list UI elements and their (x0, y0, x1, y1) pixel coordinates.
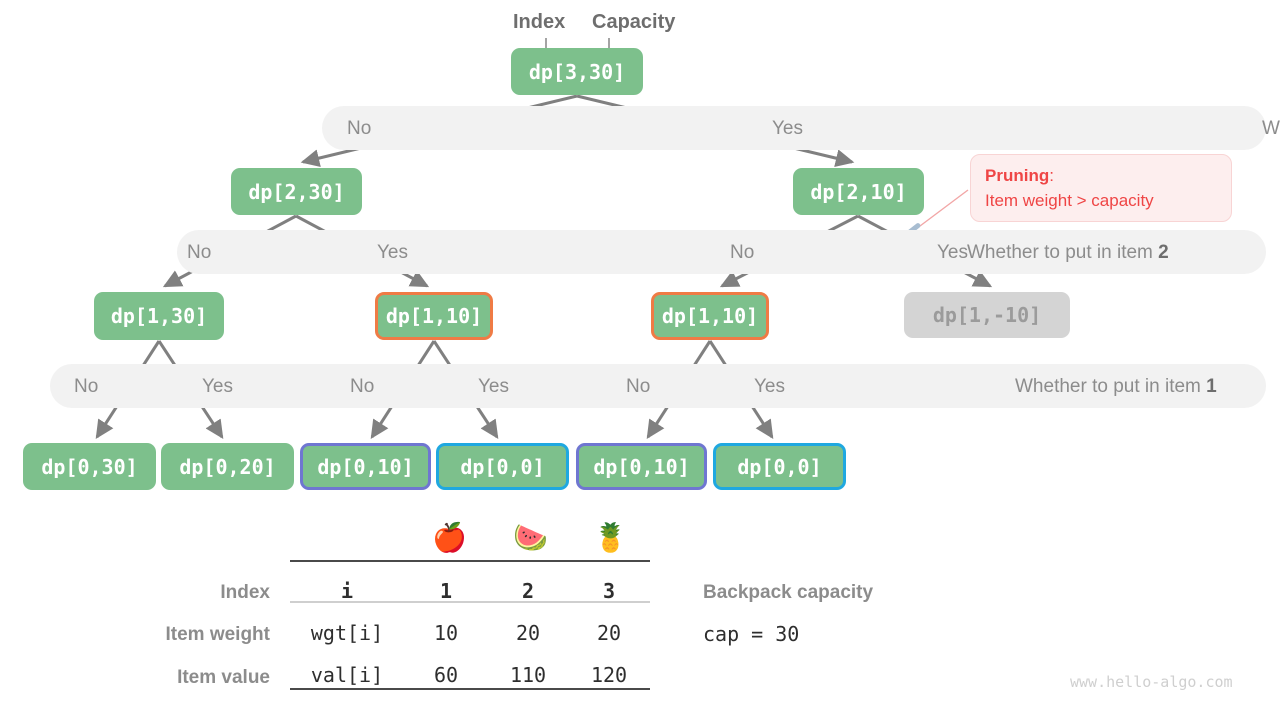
watermelon-icon: 🍉 (513, 522, 548, 553)
level-bar-item-1 (50, 364, 1266, 408)
apple-icon: 🍎 (432, 522, 467, 553)
bar-title-item-number: 2 (1158, 242, 1169, 263)
row-label-item-weight: Item weight (165, 624, 270, 645)
level-bar-item-1-branch-label-no-3-4: No (626, 376, 651, 397)
node-dp-1-neg10: dp[1,-10] (904, 292, 1070, 338)
table-row-index-cell-1: 1 (439, 579, 453, 603)
pruning-title-colon: : (1049, 166, 1054, 185)
table-row-item-value-cell-2: 110 (509, 663, 547, 687)
level-bar-item-2-branch-label-yes-1: Yes (377, 242, 408, 263)
node-dp-0-0-a: dp[0,0] (436, 443, 569, 490)
table-row-item-weight-cell-1: 10 (433, 621, 459, 645)
table-rule-top (290, 560, 650, 562)
table-row-item-value-cell-3: 120 (590, 663, 628, 687)
level-bar-item-1-branch-label-no-0: No (74, 376, 99, 397)
table-row-index-cell-2: 2 (521, 579, 535, 603)
table-row-index-cell-0: i (340, 579, 354, 603)
node-dp-3-30: dp[3,30] (511, 48, 643, 95)
bar-title-prefix: Whether to put in item (1262, 118, 1280, 139)
node-dp-0-10-b: dp[0,10] (576, 443, 707, 490)
pruning-description: Item weight > capacity (985, 190, 1154, 210)
index-annotation: Index (513, 11, 566, 33)
row-label-item-value: Item value (177, 667, 270, 688)
table-row-index-cell-3: 3 (602, 579, 616, 603)
table-rule-mid (290, 601, 650, 603)
table-row-item-weight-cell-0: wgt[i] (310, 621, 384, 645)
node-dp-1-10-b: dp[1,10] (651, 292, 769, 340)
backpack-capacity-value: cap = 30 (703, 622, 800, 646)
row-label-index: Index (220, 582, 270, 603)
level-bar-item-1-title: Whether to put in item 1 (1015, 377, 1217, 396)
pruning-callout: Pruning: Item weight > capacity (970, 154, 1232, 222)
bar-title-item-number: 1 (1206, 376, 1217, 397)
node-dp-0-10-a: dp[0,10] (300, 443, 431, 490)
level-bar-item-3-title: Whether to put in item 3 (1262, 119, 1280, 138)
node-dp-0-30: dp[0,30] (23, 443, 156, 490)
pineapple-icon: 🍍 (593, 522, 628, 553)
node-dp-2-10: dp[2,10] (793, 168, 924, 215)
pruning-title: Pruning: (985, 164, 1217, 189)
level-bar-item-1-branch-label-yes-1: Yes (202, 376, 233, 397)
table-row-item-weight-cell-3: 20 (596, 621, 622, 645)
watermark: www.hello-algo.com (1070, 673, 1233, 691)
node-dp-0-0-b: dp[0,0] (713, 443, 846, 490)
node-dp-1-10-a: dp[1,10] (375, 292, 493, 340)
node-dp-1-30: dp[1,30] (94, 292, 224, 340)
level-bar-item-3 (322, 106, 1266, 150)
node-dp-2-30: dp[2,30] (231, 168, 362, 215)
level-bar-item-2-branch-label-yes-2-3: Yes (937, 242, 968, 263)
bar-title-prefix: Whether to put in item (967, 242, 1159, 263)
level-bar-item-2-title: Whether to put in item 2 (967, 243, 1169, 262)
level-bar-item-2 (177, 230, 1266, 274)
level-bar-item-1-branch-label-yes-2-3: Yes (478, 376, 509, 397)
backpack-capacity-label: Backpack capacity (703, 582, 874, 603)
table-row-item-value-cell-0: val[i] (310, 663, 384, 687)
level-bar-item-3-branch-label-no-0: No (347, 118, 372, 139)
table-row-item-weight-cell-2: 20 (515, 621, 541, 645)
table-row-item-value-cell-1: 60 (433, 663, 459, 687)
node-dp-0-20: dp[0,20] (161, 443, 294, 490)
level-bar-item-2-branch-label-no-2-2: No (730, 242, 755, 263)
pruning-title-text: Pruning (985, 166, 1050, 185)
level-bar-item-3-branch-label-yes-1: Yes (772, 118, 803, 139)
level-bar-item-1-branch-label-no-2-2: No (350, 376, 375, 397)
table-rule-bottom (290, 688, 650, 690)
level-bar-item-1-branch-label-yes-3-5: Yes (754, 376, 785, 397)
capacity-annotation: Capacity (592, 11, 676, 33)
bar-title-prefix: Whether to put in item (1015, 376, 1207, 397)
level-bar-item-2-branch-label-no-0: No (187, 242, 212, 263)
